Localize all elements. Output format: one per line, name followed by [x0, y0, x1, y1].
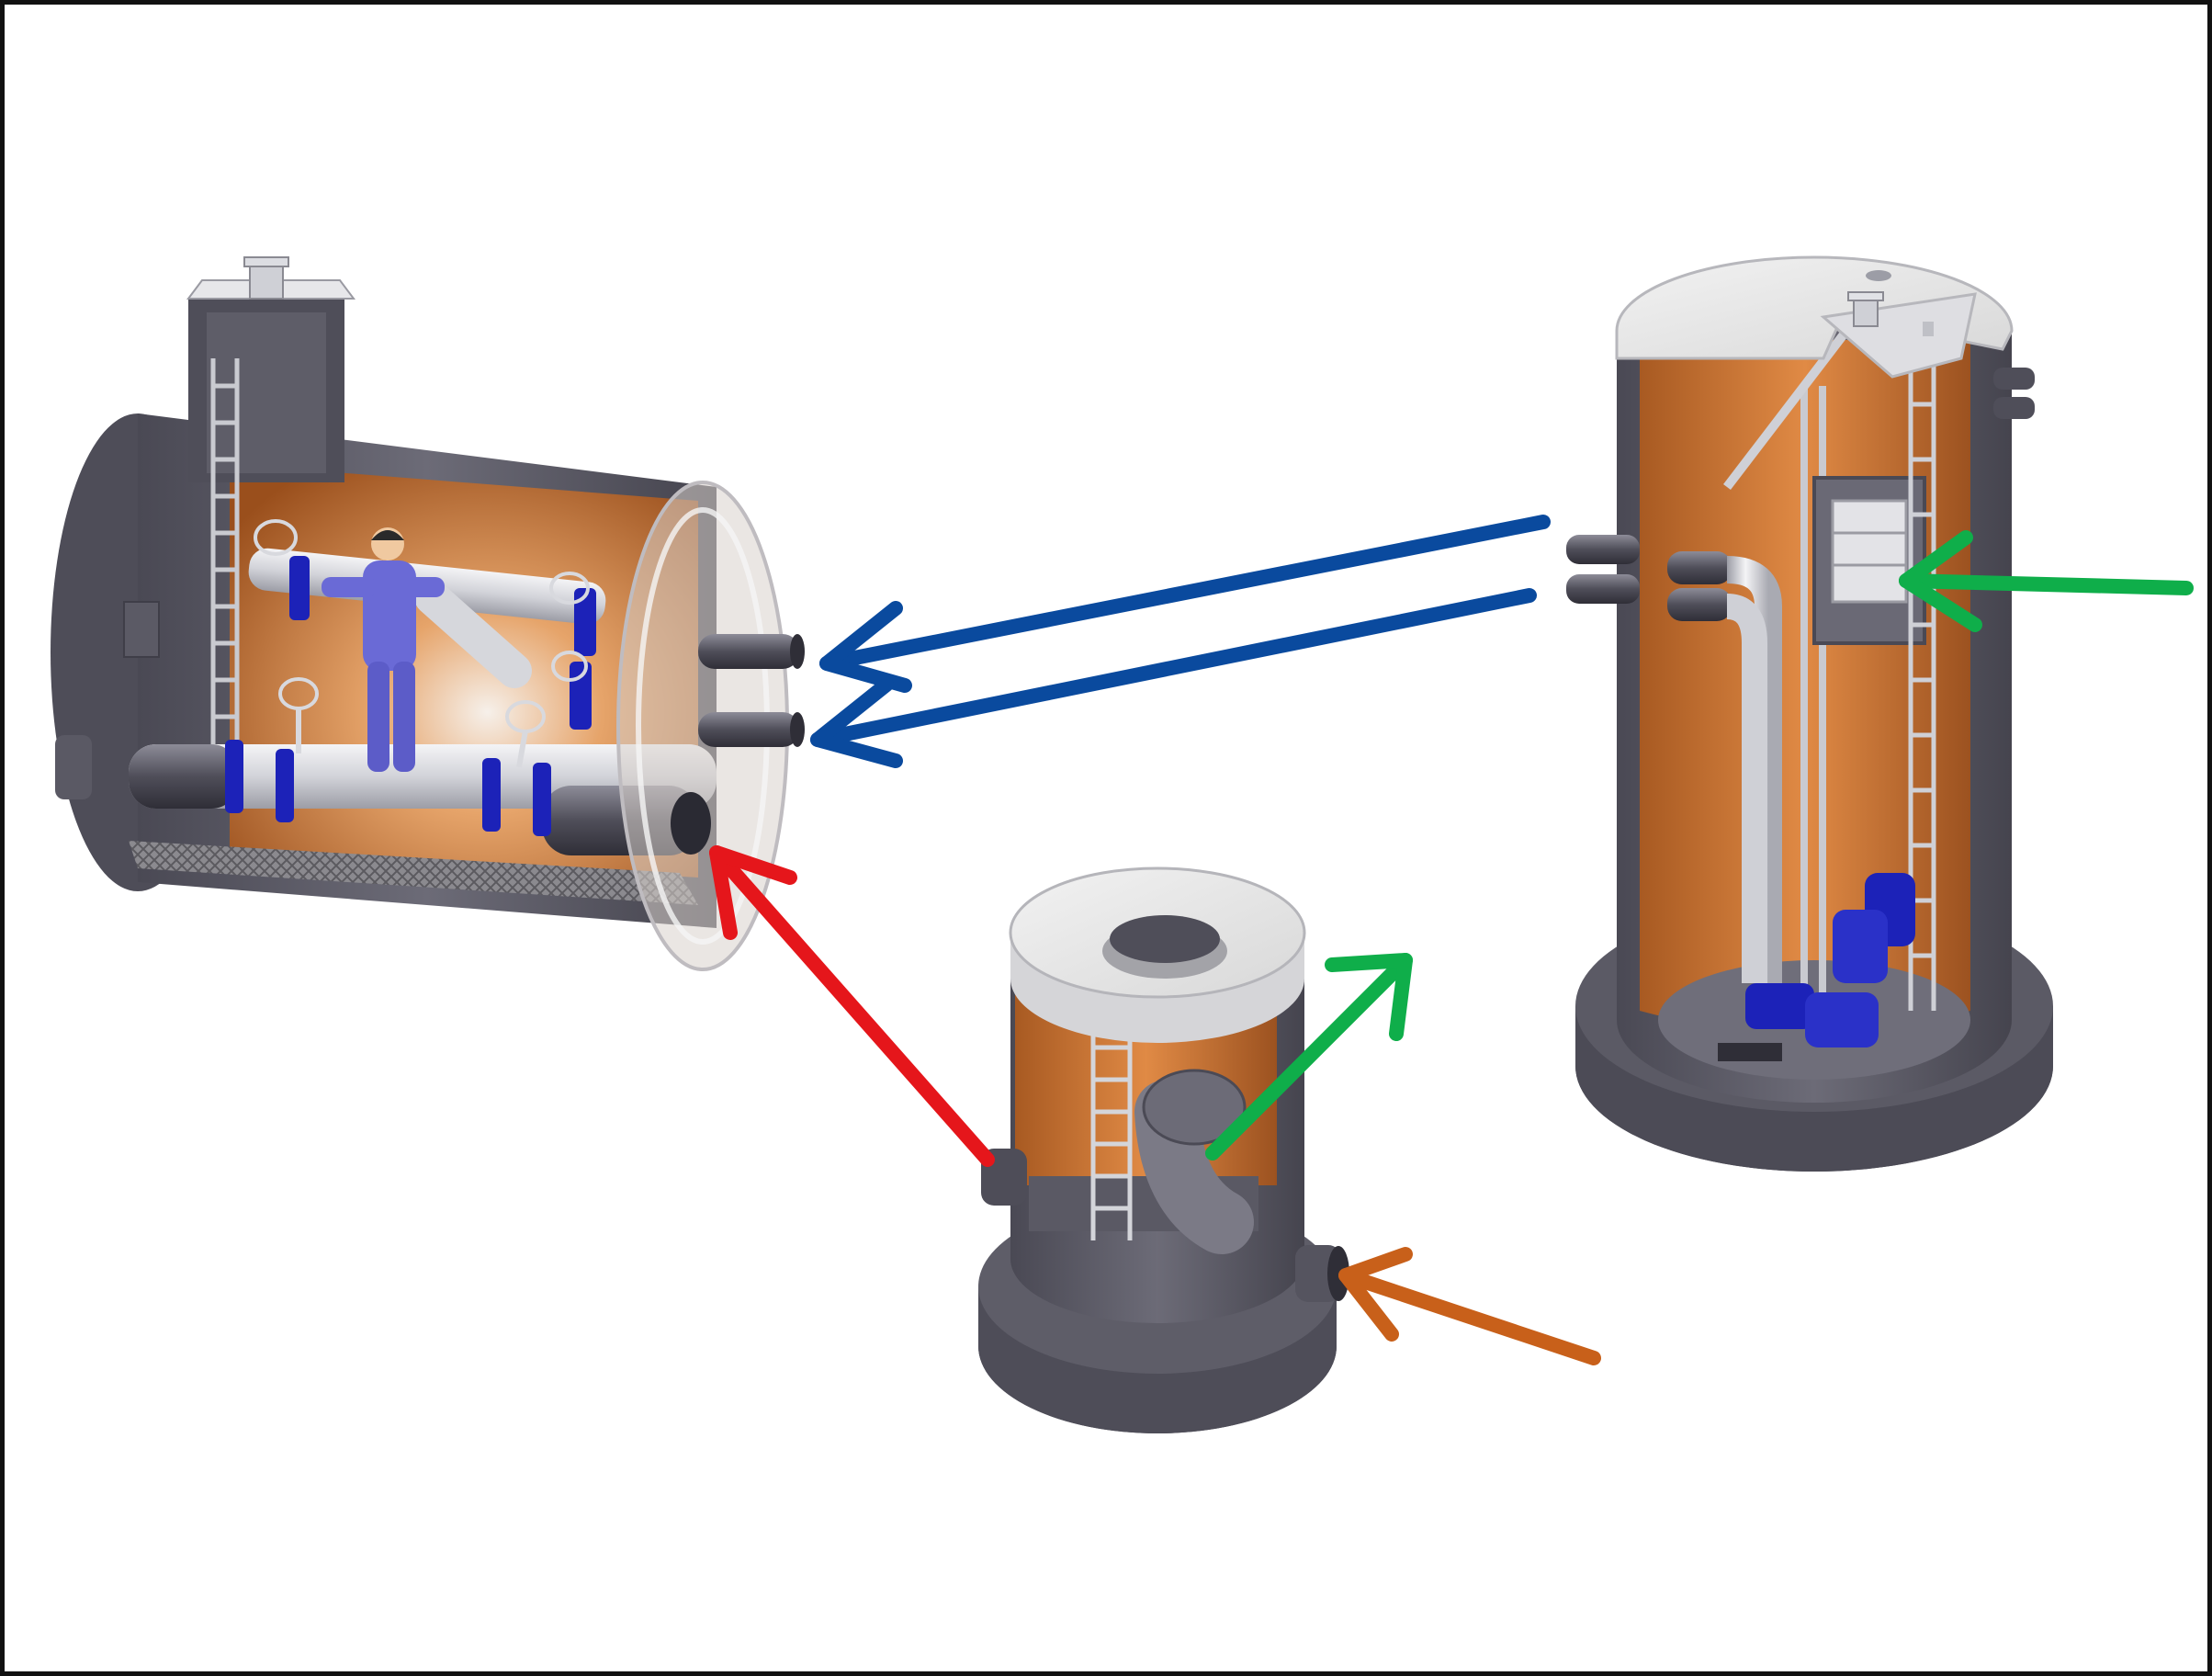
valve-flange	[225, 740, 243, 813]
valve-chamber-left-stub	[55, 735, 92, 799]
handwheel-icon	[549, 572, 590, 605]
arrow-station-inflow	[1899, 530, 2194, 632]
floor-grating	[129, 841, 698, 905]
guide-rail	[1800, 386, 1808, 992]
valve-flange	[533, 763, 551, 836]
valve-flange	[482, 758, 501, 832]
valve-chamber	[51, 256, 805, 971]
inlet-ladder	[1090, 1020, 1133, 1240]
rear-door	[123, 601, 160, 658]
arrow-pressure-line-2	[810, 588, 1537, 768]
lifting-arm	[1723, 327, 1850, 491]
manhole-lid	[1110, 915, 1220, 963]
pump-volute	[1745, 983, 1814, 1029]
station-vent-stub	[1993, 368, 2035, 390]
arrow-raw-inflow	[1338, 1247, 1601, 1365]
branch-pipe	[414, 580, 532, 688]
inlet-chamber	[978, 866, 1349, 1433]
submersible-pumps	[1718, 873, 1915, 1061]
station-vent-pipe	[1853, 298, 1879, 327]
valves	[225, 519, 596, 836]
vent-pipe	[249, 261, 284, 300]
worker-figure	[322, 527, 445, 772]
handwheel-icon	[551, 651, 588, 682]
valve-chamber-ladder	[210, 358, 240, 790]
pump-volute	[1805, 992, 1879, 1048]
arrow-pressure-line-1	[819, 515, 1551, 693]
arrow-inlet-to-station	[1205, 953, 1413, 1161]
station-ladder	[1908, 358, 1936, 1011]
valve-flange	[574, 588, 596, 656]
arrow-outflow	[709, 845, 995, 1167]
valve-flange	[276, 749, 294, 822]
guide-rail	[1819, 386, 1826, 992]
lower-pipe-inlet	[129, 744, 239, 809]
station-stub	[1566, 535, 1640, 564]
riser-pipe-2	[1725, 594, 1767, 983]
outlet-stub-2	[698, 712, 799, 747]
riser-pipe-1	[1726, 556, 1782, 983]
flow-arrows	[709, 515, 2194, 1365]
handwheel-icon	[254, 519, 298, 556]
pump-motor	[1833, 910, 1888, 983]
station-stub	[1566, 574, 1640, 604]
valve-flange	[570, 662, 592, 730]
inlet-bore	[671, 792, 711, 855]
pump-station	[1566, 255, 2053, 1172]
valve-flange	[289, 556, 310, 620]
outlet-stub-1	[698, 634, 799, 669]
station-cover	[1615, 255, 2014, 360]
